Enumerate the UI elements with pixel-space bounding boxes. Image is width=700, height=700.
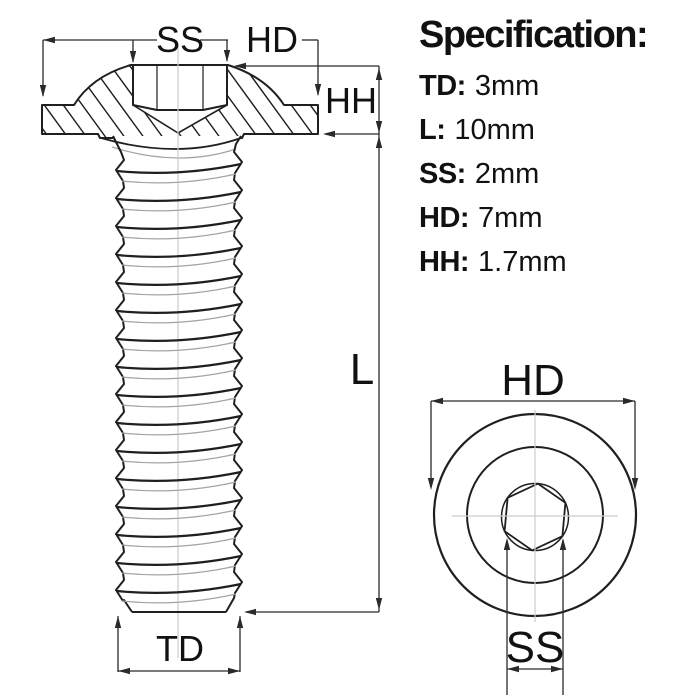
spec-value: 7mm <box>478 201 543 234</box>
dimension-label-thread-diameter: TD <box>156 628 204 669</box>
top-view-label-head-diameter: HD <box>501 356 565 405</box>
spec-row-length: L: 10mm <box>419 108 694 152</box>
side-view-dimension-lines <box>42 39 380 672</box>
dimension-label-length: L <box>350 345 374 394</box>
side-view-drawing: SS HD HH L TD <box>41 19 380 672</box>
top-view-drawing: HD SS <box>430 356 638 695</box>
top-view-label-socket-size: SS <box>506 623 565 672</box>
dimension-label-head-diameter: HD <box>246 19 298 60</box>
spec-label: HD: <box>419 201 470 234</box>
spec-row-head-height: HH: 1.7mm <box>419 240 694 284</box>
spec-value: 10mm <box>454 113 535 146</box>
dimension-label-socket-size: SS <box>156 19 204 60</box>
spec-label: HH: <box>419 245 470 278</box>
hex-socket-section <box>132 64 228 111</box>
spec-row-thread-diameter: TD: 3mm <box>419 64 694 108</box>
hex-socket-top <box>503 482 567 552</box>
spec-value: 2mm <box>474 157 540 190</box>
spec-value: 1.7mm <box>478 245 567 278</box>
specification-title: Specification: <box>419 14 649 56</box>
specification-panel: Specification: TD: 3mm L: 10mm SS: 2mm H… <box>419 12 694 284</box>
socket-cone-void <box>133 105 227 133</box>
spec-label: L: <box>419 113 446 146</box>
spec-label: SS: <box>419 157 466 190</box>
spec-row-head-diameter: HD: 7mm <box>419 196 694 240</box>
spec-label: TD: <box>419 69 466 102</box>
dimension-label-head-height: HH <box>325 80 377 121</box>
spec-row-socket-size: SS: 2mm <box>419 152 694 196</box>
thread-profile <box>112 135 243 613</box>
specification-rows: TD: 3mm L: 10mm SS: 2mm HD: 7mm HH: 1.7m… <box>419 64 694 284</box>
dimension-arrowheads <box>39 36 639 675</box>
spec-value: 3mm <box>474 69 540 102</box>
